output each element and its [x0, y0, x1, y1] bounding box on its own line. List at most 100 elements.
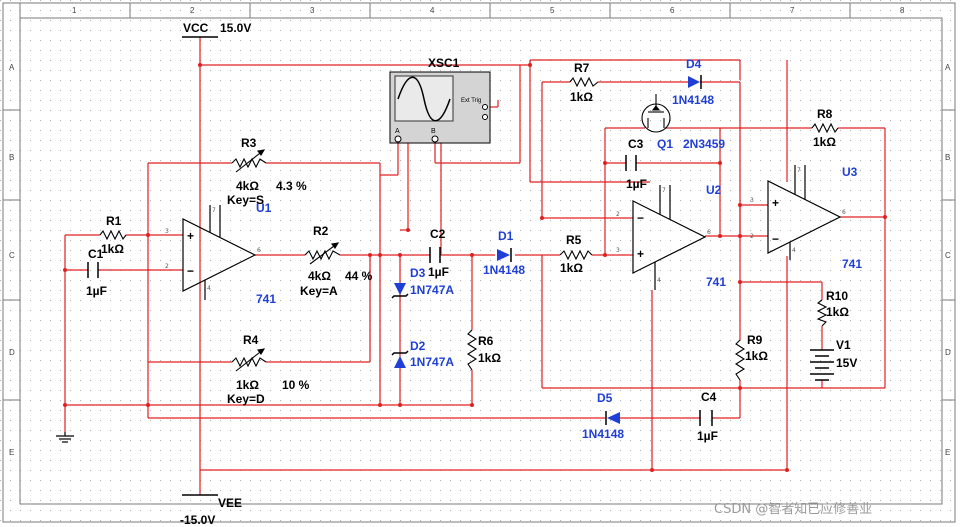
r7-ref: R7: [574, 61, 590, 75]
u1-pin7: 7: [212, 207, 216, 214]
border-row-d-right: D: [945, 348, 951, 357]
resistor-r1[interactable]: [99, 229, 127, 241]
battery-v1[interactable]: [810, 349, 834, 381]
oscilloscope-name: XSC1: [428, 56, 460, 70]
resistor-r9[interactable]: [734, 339, 746, 381]
r1-value: 1kΩ: [101, 242, 124, 256]
resistor-r7[interactable]: [569, 76, 599, 88]
u3-model: 741: [842, 257, 862, 271]
q1-model: 2N3459: [683, 137, 725, 151]
capacitor-c4[interactable]: [699, 410, 713, 426]
potentiometer-r2[interactable]: [304, 242, 341, 265]
c1-ref: C1: [88, 247, 104, 261]
resistor-r8[interactable]: [811, 122, 839, 134]
border-col-1: 1: [72, 6, 77, 15]
v1-value: 15V: [836, 356, 857, 370]
wires: [64, 37, 886, 495]
border-row-c-right: C: [945, 251, 951, 260]
transistor-q1[interactable]: [641, 94, 671, 133]
diode-d1[interactable]: [497, 248, 512, 262]
u2-minus-sign: −: [637, 211, 644, 225]
u2-model: 741: [706, 275, 726, 289]
channel-b-label: B: [431, 128, 436, 135]
vee-value: -15.0V: [180, 513, 215, 527]
potentiometer-r4[interactable]: [231, 348, 267, 372]
q1-ref: Q1: [657, 137, 673, 151]
c2-ref: C2: [430, 227, 446, 241]
border-col-7: 7: [790, 6, 795, 15]
border-row-a-right: A: [945, 63, 951, 72]
u3-ref: U3: [842, 165, 858, 179]
junctions: [63, 63, 887, 472]
u3-pin6: 6: [842, 209, 846, 216]
u3-pin2: 2: [750, 233, 754, 240]
part-labels: D1 1N4148 D3 1N747A D2 1N747A D4 1N4148 …: [410, 57, 725, 441]
opamp-u2[interactable]: [632, 185, 707, 290]
u1-minus-sign: −: [187, 264, 194, 278]
r3-key: Key=S: [227, 193, 264, 207]
c3-value: 1µF: [626, 177, 647, 191]
r5-ref: R5: [566, 233, 582, 247]
r8-value: 1kΩ: [813, 135, 836, 149]
resistor-r6[interactable]: [466, 329, 478, 371]
ground-symbol[interactable]: [56, 432, 74, 443]
channel-a-label: A: [395, 128, 400, 135]
resistor-r10[interactable]: [816, 299, 828, 327]
d1-model: 1N4148: [483, 263, 525, 277]
border-row-e-right: E: [945, 448, 950, 457]
c3-ref: C3: [628, 137, 644, 151]
vee-name: VEE: [218, 496, 242, 510]
d3-model: 1N747A: [410, 283, 454, 297]
r6-value: 1kΩ: [478, 351, 501, 365]
oscilloscope-xsc1[interactable]: XSC1 Ext Trig A B: [389, 56, 491, 144]
border-row-b: B: [9, 153, 14, 162]
d4-model: 1N4148: [672, 93, 714, 107]
vee-symbol[interactable]: VEE -15.0V: [180, 494, 242, 527]
r4-key: Key=D: [227, 392, 265, 406]
u1-pin3: 3: [165, 228, 169, 235]
r1-ref: R1: [106, 214, 122, 228]
watermark: CSDN @智者知已应修善业: [714, 501, 872, 517]
v1-ref: V1: [836, 338, 851, 352]
potentiometer-r3[interactable]: [231, 149, 267, 173]
ext-trig-label: Ext Trig: [461, 98, 481, 104]
vcc-value: 15.0V: [220, 21, 251, 35]
r8-ref: R8: [817, 107, 833, 121]
resistor-r5[interactable]: [559, 249, 593, 261]
r2-percent: 44 %: [345, 269, 373, 283]
r9-ref: R9: [747, 333, 763, 347]
c4-ref: C4: [701, 390, 717, 404]
zener-d2[interactable]: [391, 350, 409, 368]
r5-value: 1kΩ: [560, 261, 583, 275]
diode-d4[interactable]: [688, 75, 702, 89]
c2-value: 1µF: [428, 265, 449, 279]
border-labels: 1 2 3 4 5 6 7 8 A B C D E A B C D E: [9, 6, 951, 457]
opamp-u3[interactable]: [767, 165, 842, 260]
u1-plus-sign: +: [187, 229, 194, 243]
capacitor-c3[interactable]: [625, 155, 637, 171]
d1-ref: D1: [498, 229, 514, 243]
diode-d5[interactable]: [605, 411, 620, 425]
capacitor-c2[interactable]: [429, 247, 441, 263]
d2-ref: D2: [410, 339, 426, 353]
u2-pin4: 4: [657, 277, 661, 284]
u3-pin7: 7: [797, 167, 801, 174]
capacitor-c1[interactable]: [87, 262, 99, 278]
r4-percent: 10 %: [282, 378, 310, 392]
vcc-symbol[interactable]: VCC 15.0V: [182, 21, 251, 38]
pin-numbers: 3 2 6 7 4 2 3 6 7 4 3 2 6 7 4: [165, 167, 846, 292]
border-row-d: D: [9, 348, 15, 357]
r2-key: Key=A: [300, 284, 338, 298]
u1-ref: U1: [256, 201, 272, 215]
zener-d3[interactable]: [391, 283, 409, 299]
border-row-e: E: [9, 448, 14, 457]
border-row-b-right: B: [945, 153, 950, 162]
r10-ref: R10: [826, 289, 848, 303]
component-labels: R1 1kΩ C1 1µF R3 4kΩ 4.3 % Key=S R2 4kΩ …: [86, 61, 857, 443]
opamp-u1[interactable]: [182, 205, 257, 300]
r2-ref: R2: [313, 224, 329, 238]
u3-plus-sign: +: [772, 196, 779, 210]
r9-value: 1kΩ: [745, 349, 768, 363]
